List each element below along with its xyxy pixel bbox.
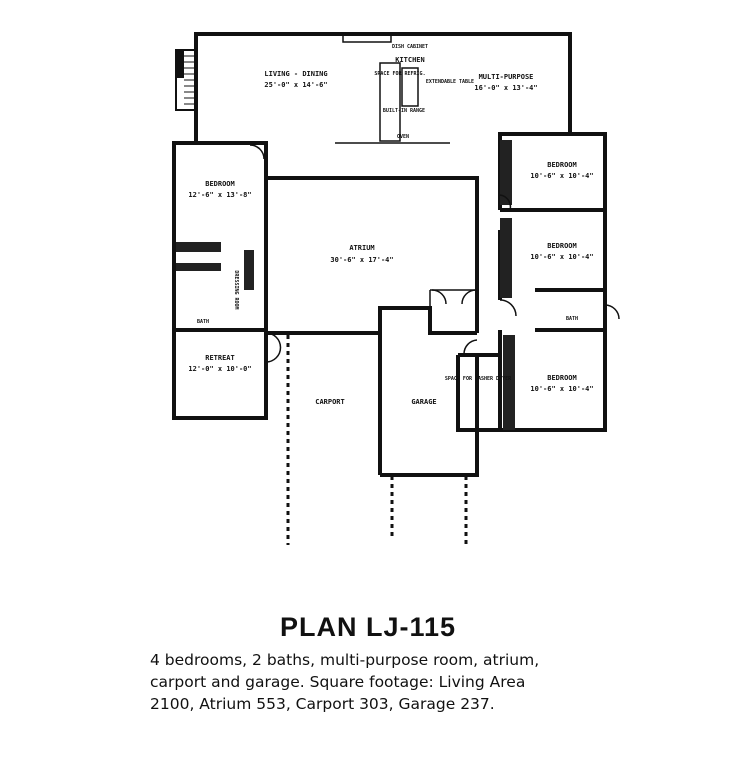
room-label-bedroom-4: BEDROOM [547, 374, 577, 382]
room-label-living: LIVING - DINING [264, 70, 327, 78]
dish-cabinet-label: DISH CABINET [392, 44, 428, 50]
garage-apron [390, 476, 468, 545]
description-line: 4 bedrooms, 2 baths, multi-purpose room,… [150, 651, 540, 669]
room-label-garage: GARAGE [411, 398, 436, 406]
room-size-bedroom-2: 10'-6" x 10'-4" [530, 172, 593, 180]
plan-title: PLAN LJ-115 [279, 612, 457, 642]
closets [176, 140, 515, 430]
range-label: BUILT-IN RANGE [383, 108, 425, 114]
room-label-bedroom-2: BEDROOM [547, 161, 577, 169]
room-label-atrium: ATRIUM [349, 244, 374, 252]
room-size-atrium: 30'-6" x 17'-4" [330, 256, 393, 264]
oven-label: OVEN [397, 134, 409, 140]
room-size-bedroom-4: 10'-6" x 10'-4" [530, 385, 593, 393]
bath1-label: BATH [197, 319, 209, 325]
room-size-multi: 16'-0" x 13'-4" [474, 84, 537, 92]
description-line: 2100, Atrium 553, Carport 303, Garage 23… [150, 695, 495, 713]
room-label-multi: MULTI-PURPOSE [479, 73, 534, 81]
room-label-bedroom-main: BEDROOM [205, 180, 235, 188]
room-label-bedroom-3: BEDROOM [547, 242, 577, 250]
table-label: EXTENDABLE TABLE [426, 79, 474, 85]
room-label-kitchen: KITCHEN [395, 56, 425, 64]
room-label-retreat: RETREAT [205, 354, 235, 362]
bath2-label: BATH [566, 316, 578, 322]
description-line: carport and garage. Square footage: Livi… [150, 673, 526, 691]
plan-description: 4 bedrooms, 2 baths, multi-purpose room,… [150, 649, 610, 715]
room-size-bedroom-main: 12'-6" x 13'-8" [188, 191, 251, 199]
room-size-living: 25'-0" x 14'-6" [264, 81, 327, 89]
room-size-bedroom-3: 10'-6" x 10'-4" [530, 253, 593, 261]
washer-label: SPACE FOR WASHER DRYER [445, 376, 512, 382]
floor-plan: LIVING - DINING 25'-0" x 14'-6" KITCHEN … [172, 32, 620, 545]
room-size-retreat: 12'-0" x 10'-0" [188, 365, 251, 373]
room-label-carport: CARPORT [315, 398, 345, 406]
fireplace-icon [175, 49, 197, 111]
kitchen [335, 33, 450, 144]
dressing-label: DRESSING ROOM [233, 270, 239, 309]
refrig-label: SPACE FOR REFRIG. [374, 71, 425, 77]
doors [249, 144, 620, 363]
